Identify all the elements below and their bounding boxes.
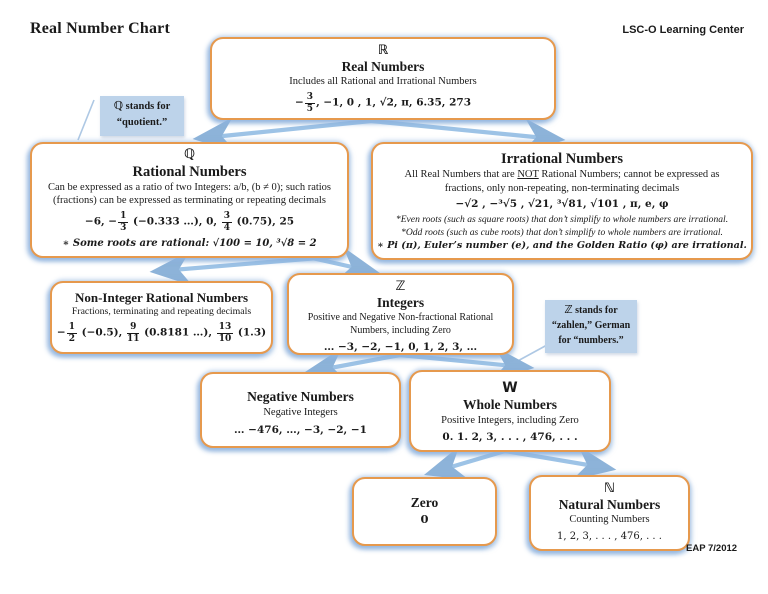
integers-desc-line1: Positive and Negative Non-fractional Rat… bbox=[307, 312, 494, 324]
integers-symbol: ℤ bbox=[395, 279, 406, 294]
node-zero: Zero 0 bbox=[352, 477, 497, 546]
arrow-integers-to-whole bbox=[397, 346, 535, 382]
irrational-desc-line2: fractions, only non-repeating, non-termi… bbox=[444, 182, 680, 194]
arrow-rational-to-integers bbox=[309, 246, 381, 282]
node-whole-numbers: W Whole Numbers Positive Integers, inclu… bbox=[409, 370, 611, 452]
credit-text: LSC-O Learning Center bbox=[622, 24, 744, 36]
rational-desc-line2: (fractions) can be expressed as terminat… bbox=[53, 195, 326, 207]
negative-name: Negative Numbers bbox=[247, 389, 354, 404]
irrational-examples: −√2 , −³√5 , √21, ³√81, √101 , π, e, φ bbox=[455, 198, 669, 211]
q-callout-line1: ℚ stands for bbox=[113, 99, 171, 112]
irrational-note3: ∗ Pi (π), Euler’s number (e), and the Go… bbox=[377, 239, 747, 251]
irrational-desc-line1: All Real Numbers that are NOT Rational N… bbox=[404, 169, 720, 181]
negative-desc: Negative Integers bbox=[263, 406, 338, 418]
real-symbol: ℝ bbox=[377, 43, 389, 58]
integers-examples: … −3, −2, −1, 0, 1, 2, 3, … bbox=[323, 341, 478, 354]
irrational-note2: *Odd roots (such as cube roots) that don… bbox=[401, 226, 723, 238]
leader-q-callout bbox=[77, 99, 95, 141]
z-callout-line3: for “numbers.” bbox=[558, 335, 624, 346]
negative-examples: … −476, …, −3, −2, −1 bbox=[234, 423, 367, 436]
whole-symbol: W bbox=[502, 380, 518, 396]
natural-name: Natural Numbers bbox=[558, 496, 661, 512]
arrow-real-to-rational bbox=[192, 117, 374, 153]
z-callout-line1: ℤ stands for bbox=[564, 303, 618, 316]
rational-note: ∗ Some roots are rational: √100 = 10, ³√… bbox=[62, 238, 317, 249]
whole-examples: 0. 1. 2, 3, . . . , 476, . . . bbox=[442, 431, 578, 444]
irrational-name: Irrational Numbers bbox=[500, 151, 624, 167]
arrow-integers-to-negative bbox=[303, 347, 403, 383]
node-integers: ℤ Integers Positive and Negative Non-fra… bbox=[287, 273, 514, 355]
arrow-real-to-irrational bbox=[368, 118, 566, 154]
node-negative-numbers: Negative Numbers Negative Integers … −47… bbox=[200, 372, 401, 448]
natural-symbol: ℕ bbox=[604, 481, 615, 496]
z-callout-line2: “zahlen,” German bbox=[551, 320, 631, 331]
zero-examples: 0 bbox=[420, 511, 429, 526]
whole-name: Whole Numbers bbox=[462, 396, 558, 412]
integers-desc-line2: Numbers, including Zero bbox=[350, 325, 451, 337]
rational-desc-line1: Can be expressed as a ratio of two Integ… bbox=[47, 181, 332, 193]
leader-z-callout bbox=[513, 344, 548, 364]
node-real-numbers: ℝ Real Numbers Includes all Rational and… bbox=[210, 37, 556, 120]
arrow-rational-to-noninteger bbox=[149, 250, 333, 286]
real-desc: Includes all Rational and Irrational Num… bbox=[289, 76, 477, 88]
natural-examples: 1, 2, 3, . . . , 476, . . . bbox=[557, 531, 662, 543]
footer-version: EAP 7/2012 bbox=[686, 543, 738, 554]
zero-name: Zero bbox=[410, 495, 439, 510]
node-noninteger-rational: Non-Integer Rational Numbers Fractions, … bbox=[50, 281, 273, 354]
noninteger-name: Non-Integer Rational Numbers bbox=[74, 290, 249, 305]
natural-desc: Counting Numbers bbox=[569, 514, 650, 526]
real-name: Real Numbers bbox=[341, 58, 425, 74]
rational-name: Rational Numbers bbox=[132, 163, 247, 180]
z-callout: ℤ stands for “zahlen,” German for “numbe… bbox=[545, 300, 637, 353]
noninteger-desc: Fractions, terminating and repeating dec… bbox=[71, 306, 252, 318]
whole-desc: Positive Integers, including Zero bbox=[441, 414, 579, 426]
node-rational-numbers: ℚ Rational Numbers Can be expressed as a… bbox=[30, 142, 349, 258]
node-natural-numbers: ℕ Natural Numbers Counting Numbers 1, 2,… bbox=[529, 475, 690, 551]
node-irrational-numbers: Irrational Numbers All Real Numbers that… bbox=[371, 142, 753, 260]
q-callout: ℚ stands for “quotient.” bbox=[100, 96, 184, 136]
arrow-whole-to-zero bbox=[423, 446, 508, 480]
q-callout-line2: “quotient.” bbox=[116, 117, 168, 129]
arrow-whole-to-natural bbox=[502, 445, 617, 481]
integers-name: Integers bbox=[376, 294, 425, 310]
irrational-note1: *Even roots (such as square roots) that … bbox=[395, 214, 729, 225]
underlined-not: NOT bbox=[517, 169, 539, 181]
page-title: Real Number Chart bbox=[30, 20, 170, 37]
rational-symbol: ℚ bbox=[183, 147, 196, 162]
